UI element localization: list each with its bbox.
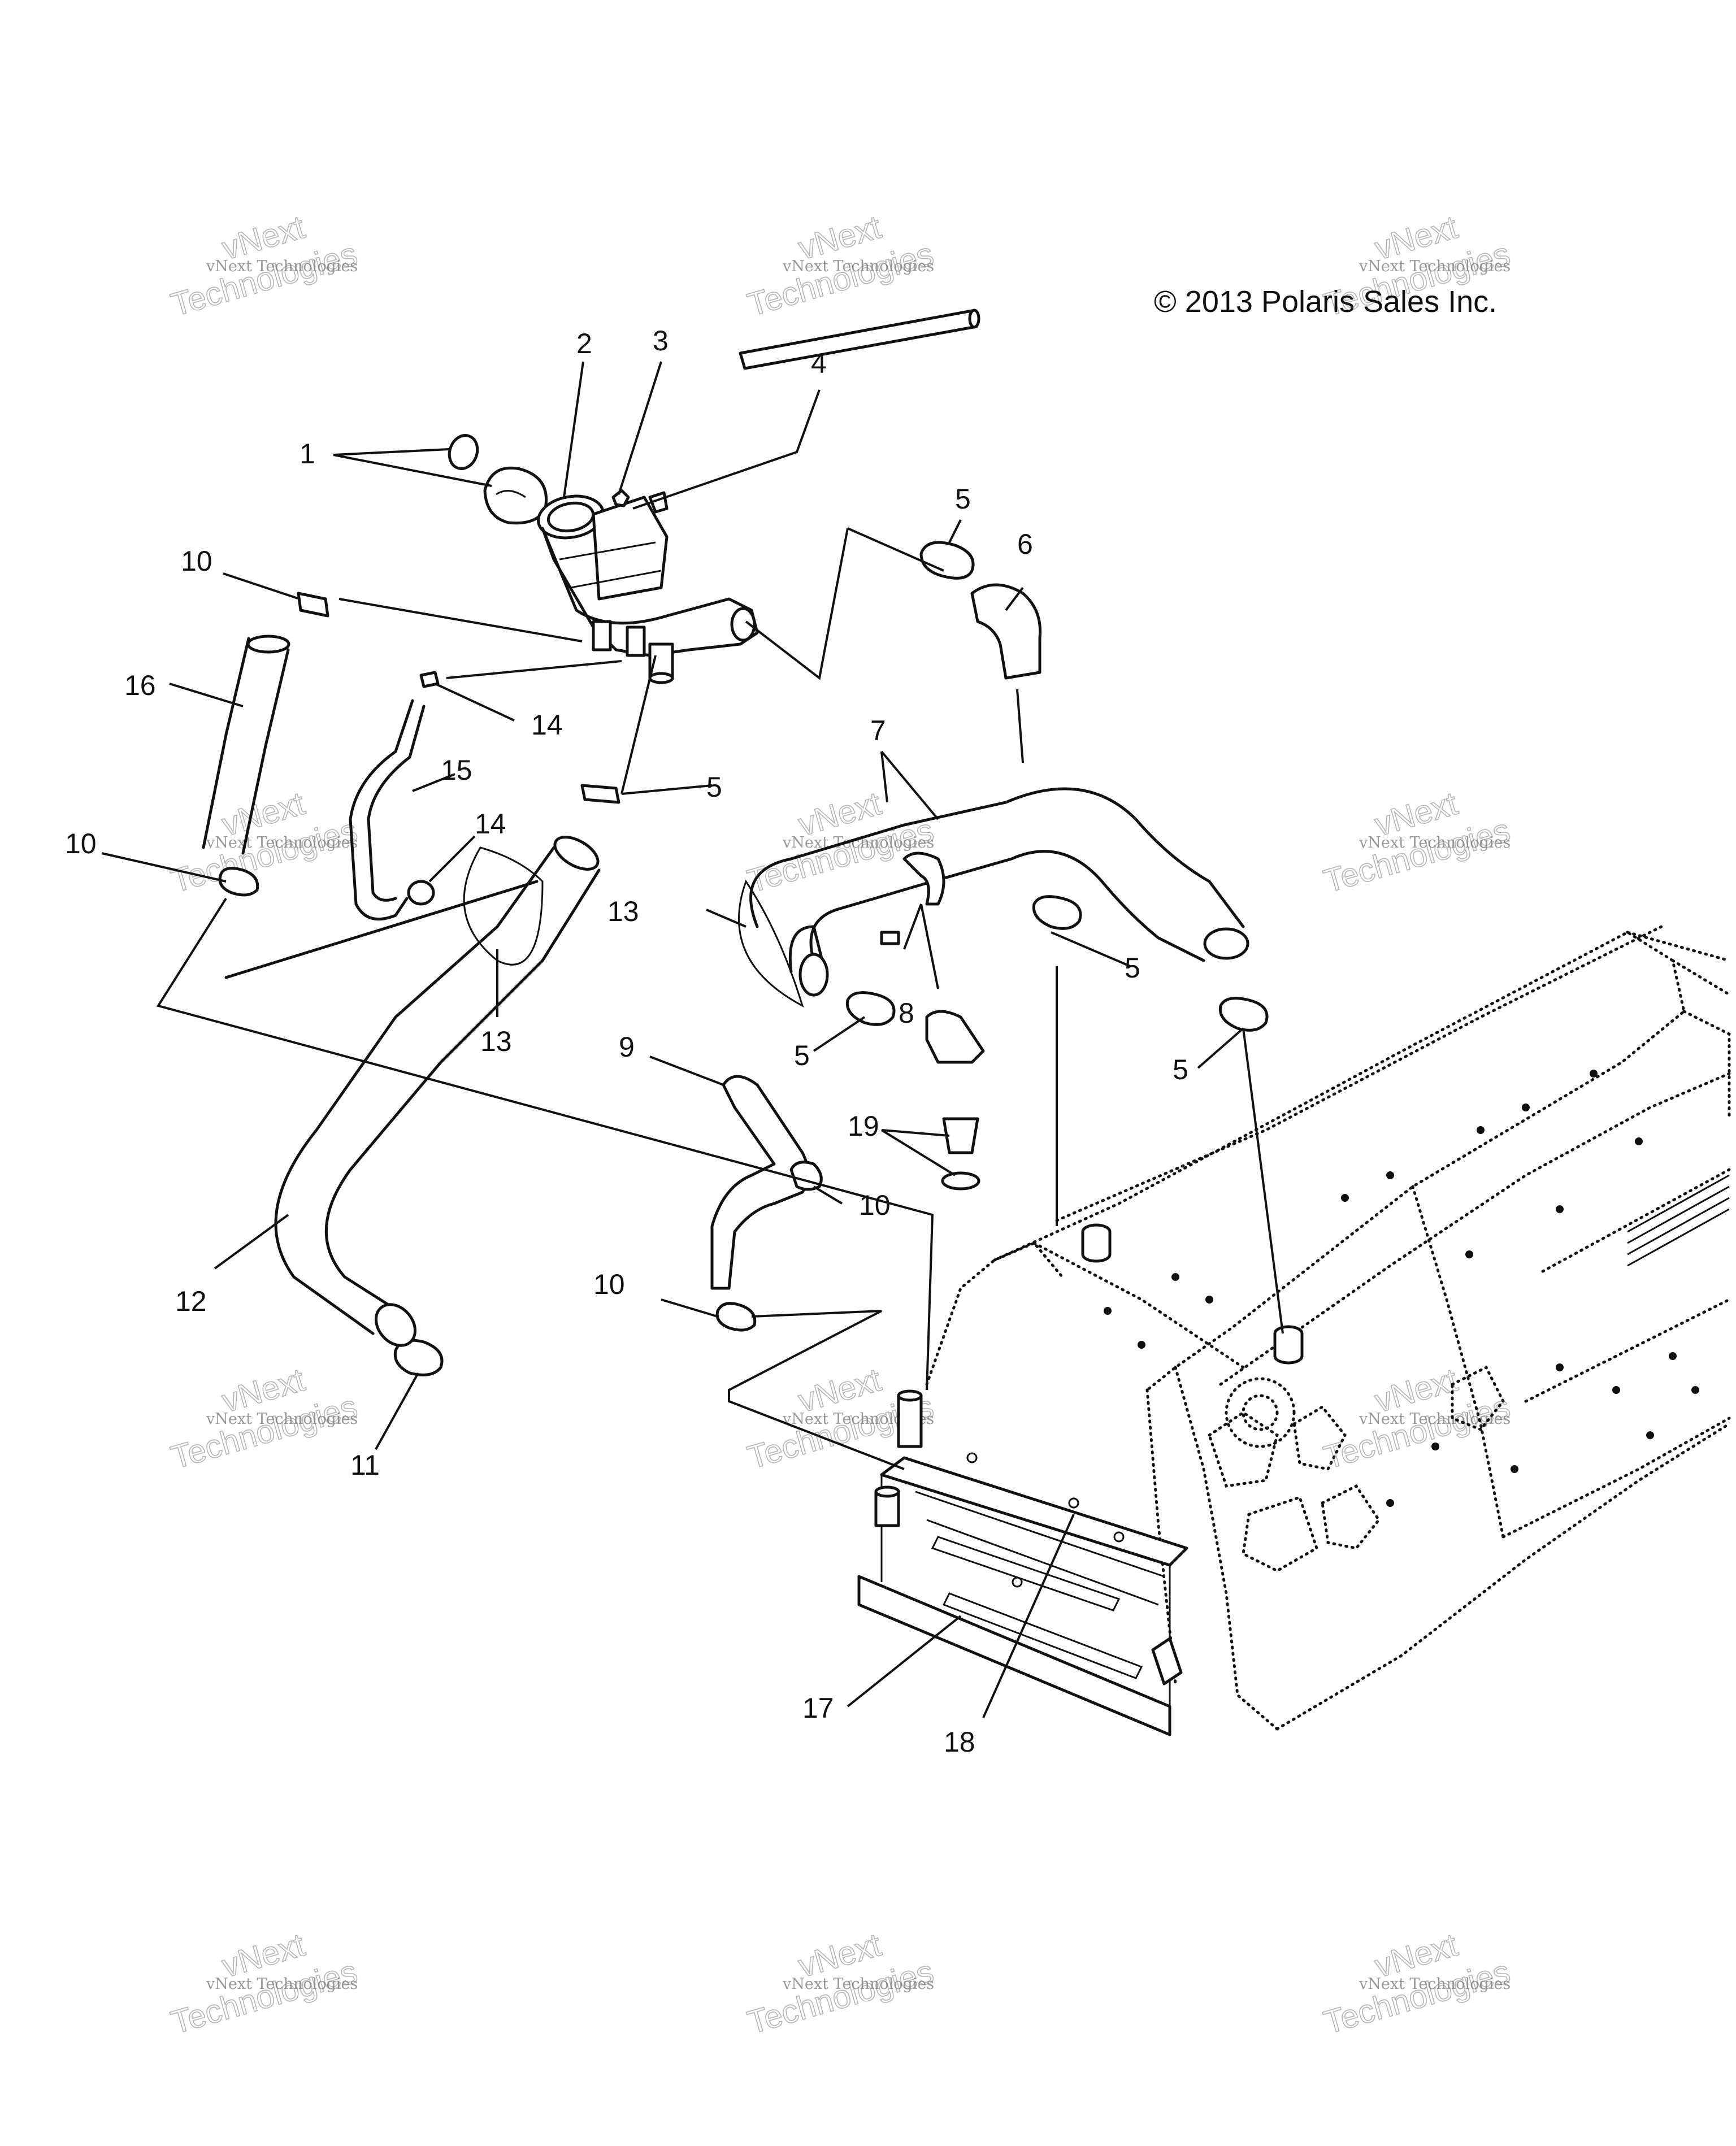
callout-9: 9 [619, 1031, 635, 1063]
part-5-clamps [580, 541, 1269, 1032]
callout-19: 19 [848, 1110, 879, 1142]
svg-text:vNext Technologies: vNext Technologies [782, 834, 934, 852]
part-4-tube [739, 309, 980, 370]
part-14-fittings [407, 671, 440, 906]
callout-2: 2 [576, 328, 592, 359]
callout-11: 11 [350, 1449, 380, 1481]
part-10-clamps [218, 592, 757, 1332]
copyright-text: © 2013 Polaris Sales Inc. [1154, 285, 1497, 319]
callout-5-c: 5 [1125, 952, 1140, 984]
watermark: vNext vNext Technologies Technologies [743, 1926, 938, 2041]
part-15-hose [349, 699, 414, 921]
callout-5-d: 5 [794, 1040, 810, 1071]
callout-5-a: 5 [955, 483, 971, 515]
callout-5-b: 5 [706, 771, 722, 803]
callout-14-a: 14 [531, 709, 563, 741]
watermark: vNext vNext Technologies Technologies [743, 208, 938, 324]
callout-3: 3 [653, 325, 669, 357]
callout-1: 1 [300, 438, 315, 470]
watermark: vNext vNext Technologies Technologies [1320, 784, 1514, 900]
leader-lines [101, 361, 1284, 1718]
radiator-assembly [857, 1389, 1188, 1736]
part-7-hose [749, 787, 1249, 997]
watermarks: vNext vNext Technologies Technologies vN… [167, 208, 1514, 2041]
engine-chassis [925, 925, 1731, 1731]
part-8-housing [880, 852, 985, 1064]
callout-10-a: 10 [181, 545, 212, 577]
callout-10-d: 10 [593, 1269, 625, 1300]
part-19-thermostat [941, 1117, 980, 1191]
callout-10-c: 10 [859, 1189, 891, 1221]
svg-text:vNext Technologies: vNext Technologies [206, 1975, 358, 1993]
part-16-hose [202, 635, 290, 855]
callout-10-b: 10 [65, 828, 97, 859]
callout-13-b: 13 [480, 1026, 512, 1057]
callout-8: 8 [899, 997, 914, 1029]
svg-text:vNext Technologies: vNext Technologies [206, 834, 358, 852]
callout-16: 16 [124, 670, 156, 701]
watermark: vNext vNext Technologies Technologies [167, 1361, 362, 1476]
callout-17: 17 [802, 1692, 834, 1724]
part-9-hose [710, 1075, 810, 1290]
svg-text:vNext Technologies: vNext Technologies [206, 258, 358, 275]
callout-12: 12 [175, 1285, 207, 1317]
callout-6: 6 [1017, 528, 1033, 560]
part-2-reservoir [537, 491, 759, 684]
part-12-hose [274, 836, 601, 1347]
svg-text:vNext Technologies: vNext Technologies [1359, 834, 1511, 852]
callout-15: 15 [441, 754, 472, 786]
watermark: vNext vNext Technologies Technologies [167, 208, 362, 324]
callout-4: 4 [811, 347, 827, 379]
callout-14-b: 14 [475, 808, 506, 840]
part-13-ties [224, 846, 804, 1008]
watermark: vNext vNext Technologies Technologies [1320, 1926, 1514, 2041]
svg-text:vNext Technologies: vNext Technologies [1359, 258, 1511, 275]
watermark: vNext vNext Technologies Technologies [167, 784, 362, 900]
callout-7: 7 [870, 715, 886, 746]
part-3-fitting [611, 489, 630, 507]
callout-5-e: 5 [1173, 1054, 1188, 1085]
part-1-cap [448, 434, 548, 525]
callout-13-a: 13 [607, 896, 639, 927]
callout-18: 18 [944, 1726, 975, 1758]
svg-text:vNext Technologies: vNext Technologies [782, 258, 934, 275]
callouts: 1 2 3 4 5 6 7 10 16 14 15 5 14 10 13 13 … [65, 325, 1188, 1758]
watermark: vNext vNext Technologies Technologies [743, 784, 938, 900]
watermark: vNext vNext Technologies Technologies [167, 1926, 362, 2041]
svg-text:vNext Technologies: vNext Technologies [1359, 1975, 1511, 1993]
svg-text:vNext Technologies: vNext Technologies [206, 1410, 358, 1428]
svg-text:vNext Technologies: vNext Technologies [782, 1975, 934, 1993]
watermark: vNext vNext Technologies Technologies [1320, 1361, 1514, 1476]
part-6-elbow-hose [970, 583, 1042, 680]
